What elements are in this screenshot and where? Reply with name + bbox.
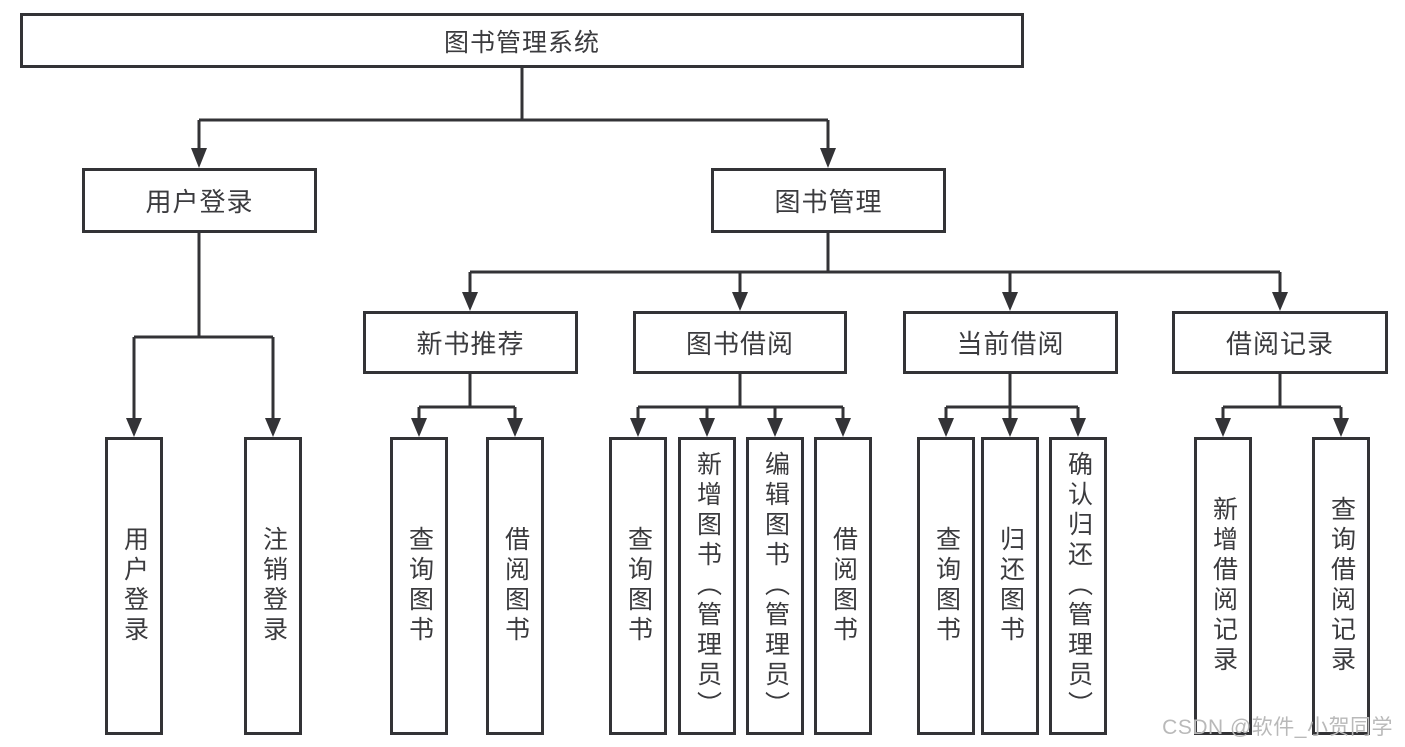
leaf-query-books-current: 查询图书 <box>917 437 975 735</box>
leaf-add-books-admin-label: 新增图书（管理员） <box>693 451 722 721</box>
node-borrowing-records: 借阅记录 <box>1172 311 1388 374</box>
leaf-confirm-return-admin-label: 确认归还（管理员） <box>1064 451 1093 721</box>
leaf-confirm-return-admin: 确认归还（管理员） <box>1049 437 1107 735</box>
leaf-query-books-borrowing-label: 查询图书 <box>624 526 653 646</box>
node-book-management-system: 图书管理系统 <box>20 13 1024 68</box>
node-book-management: 图书管理 <box>711 168 946 233</box>
leaf-return-books: 归还图书 <box>981 437 1039 735</box>
leaf-query-books-recommend: 查询图书 <box>390 437 448 735</box>
leaf-borrow-books-recommend: 借阅图书 <box>486 437 544 735</box>
leaf-borrow-books: 借阅图书 <box>814 437 872 735</box>
leaf-query-books-recommend-label: 查询图书 <box>405 526 434 646</box>
leaf-user-login-label: 用户登录 <box>120 526 149 646</box>
leaf-query-books-current-label: 查询图书 <box>932 526 961 646</box>
node-current-borrowing: 当前借阅 <box>903 311 1118 374</box>
leaf-user-login: 用户登录 <box>105 437 163 735</box>
leaf-edit-books-admin-label: 编辑图书（管理员） <box>761 451 790 721</box>
leaf-edit-books-admin: 编辑图书（管理员） <box>746 437 804 735</box>
leaf-add-borrow-record-label: 新增借阅记录 <box>1209 496 1238 676</box>
node-user-login: 用户登录 <box>82 168 317 233</box>
leaf-add-books-admin: 新增图书（管理员） <box>678 437 736 735</box>
node-new-book-recommendation: 新书推荐 <box>363 311 578 374</box>
leaf-query-books-borrowing: 查询图书 <box>609 437 667 735</box>
leaf-query-borrow-record-label: 查询借阅记录 <box>1327 496 1356 676</box>
leaf-return-books-label: 归还图书 <box>996 526 1025 646</box>
node-book-borrowing: 图书借阅 <box>633 311 847 374</box>
leaf-borrow-books-label: 借阅图书 <box>829 526 858 646</box>
leaf-query-borrow-record: 查询借阅记录 <box>1312 437 1370 735</box>
csdn-watermark: CSDN @软件_小贺同学 <box>1162 716 1393 739</box>
leaf-add-borrow-record: 新增借阅记录 <box>1194 437 1252 735</box>
leaf-logout-label: 注销登录 <box>259 526 288 646</box>
leaf-borrow-books-recommend-label: 借阅图书 <box>501 526 530 646</box>
leaf-logout: 注销登录 <box>244 437 302 735</box>
